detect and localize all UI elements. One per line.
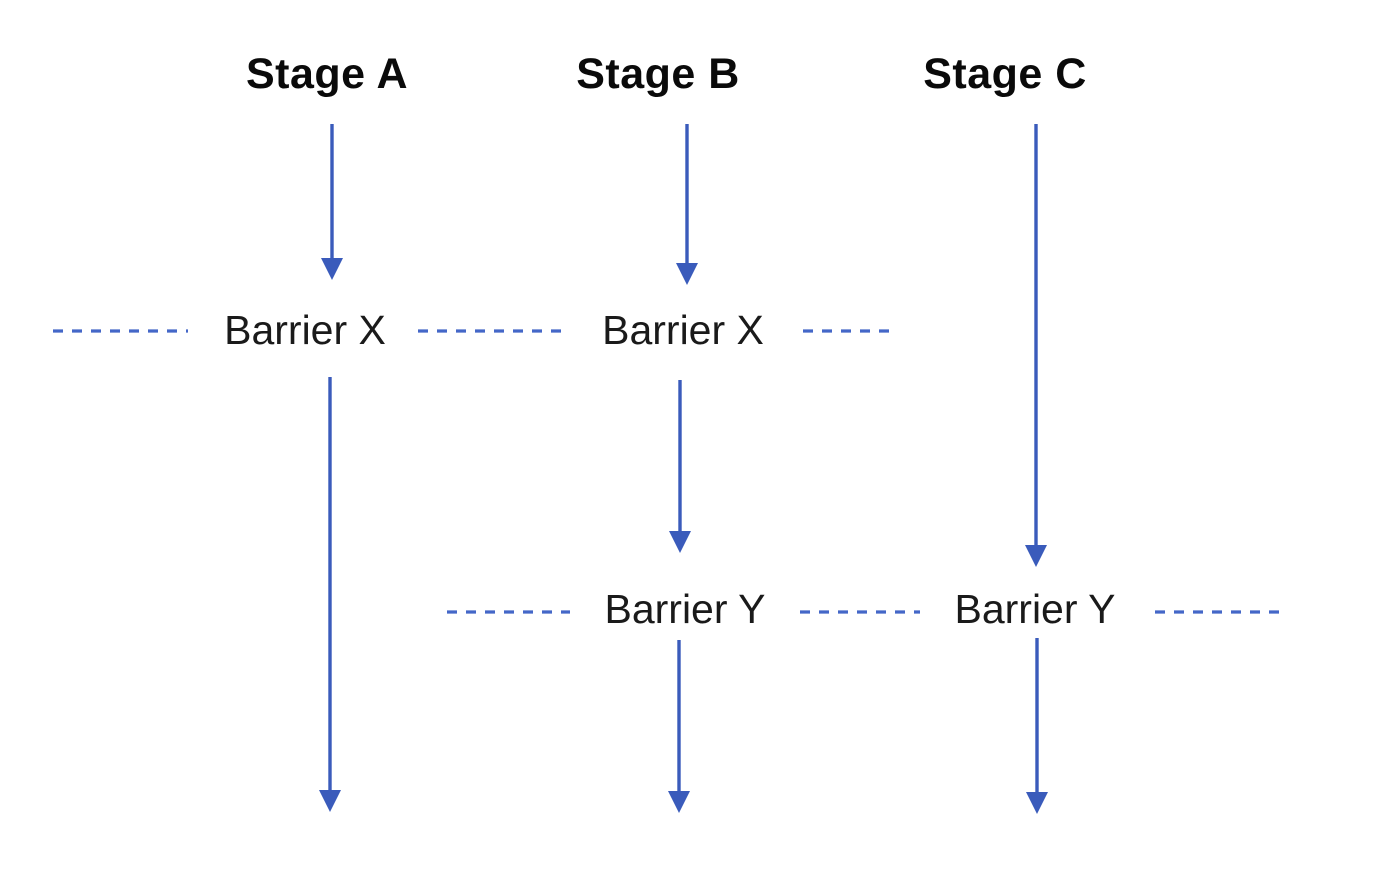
stage-a-arrow-1 bbox=[321, 124, 343, 280]
stage-c-title: Stage C bbox=[923, 50, 1087, 98]
barrier-y-label-stage-b: Barrier Y bbox=[604, 586, 766, 632]
stage-a-arrow-2 bbox=[319, 377, 341, 812]
stage-b-arrow-2 bbox=[669, 380, 691, 553]
barrier-x-label-stage-a: Barrier X bbox=[224, 307, 386, 353]
stage-c-arrow-2 bbox=[1026, 638, 1048, 814]
stage-a-title: Stage A bbox=[246, 50, 408, 98]
stage-b-arrow-1 bbox=[676, 124, 698, 285]
barrier-y-label-stage-c: Barrier Y bbox=[954, 586, 1116, 632]
stage-b-title: Stage B bbox=[576, 50, 740, 98]
stage-c-arrow-1 bbox=[1025, 124, 1047, 567]
barrier-x-label-stage-b: Barrier X bbox=[602, 307, 764, 353]
stage-b-arrow-3 bbox=[668, 640, 690, 813]
